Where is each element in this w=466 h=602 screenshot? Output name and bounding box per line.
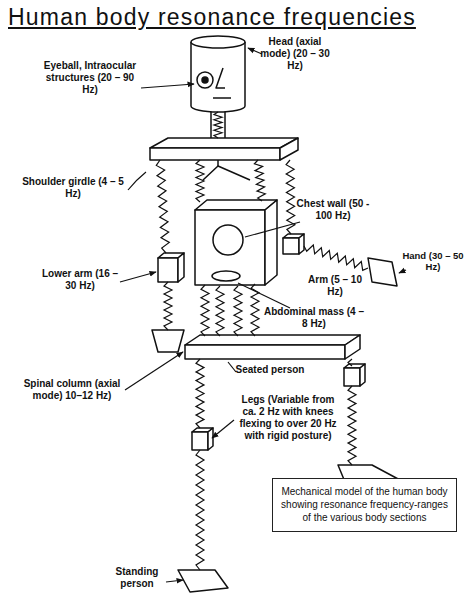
part-label: Chest wall (50 - 100 Hz) [290, 198, 376, 222]
part-label: Spinal column (axial mode) 10–12 Hz) [18, 378, 126, 402]
part-label: Shoulder girdle (4 – 5 Hz) [18, 176, 128, 200]
part-label: Legs (Variable from ca. 2 Hz with knees … [234, 394, 342, 442]
part-label: Eyeball, Intraocular structures (20 – 90… [40, 60, 140, 96]
caption-text: Mechanical model of the human body showi… [281, 485, 448, 524]
part-label: Abdominal mass (4 – 8 Hz) [262, 306, 366, 330]
spring-symbol [156, 160, 169, 253]
part-label: Seated person [222, 364, 318, 376]
spring-symbol [196, 450, 204, 570]
spring-symbol [196, 359, 204, 428]
part-label: Arm (5 – 10 Hz) [303, 274, 367, 298]
spring-symbol [214, 112, 222, 138]
spring-symbol [254, 160, 265, 201]
spring-symbol [234, 286, 242, 336]
part-label: Head (axial mode) (20 – 30 Hz) [258, 36, 332, 72]
spring-symbol [196, 160, 204, 202]
spring-symbol [201, 285, 209, 336]
spring-symbol [164, 282, 172, 330]
page-title: Human body resonance frequencies [8, 4, 416, 31]
spring-symbol [304, 245, 368, 270]
part-label: Standing person [108, 566, 166, 590]
spring-symbol [216, 286, 224, 336]
spring-symbol [348, 386, 356, 465]
part-label: Lower arm (16 – 30 Hz) [40, 268, 120, 292]
spring-symbol [348, 359, 352, 366]
spring-symbol [286, 160, 295, 234]
caption-box: Mechanical model of the human body showi… [272, 478, 457, 532]
part-label: Hand (30 – 50 Hz) [402, 250, 464, 273]
